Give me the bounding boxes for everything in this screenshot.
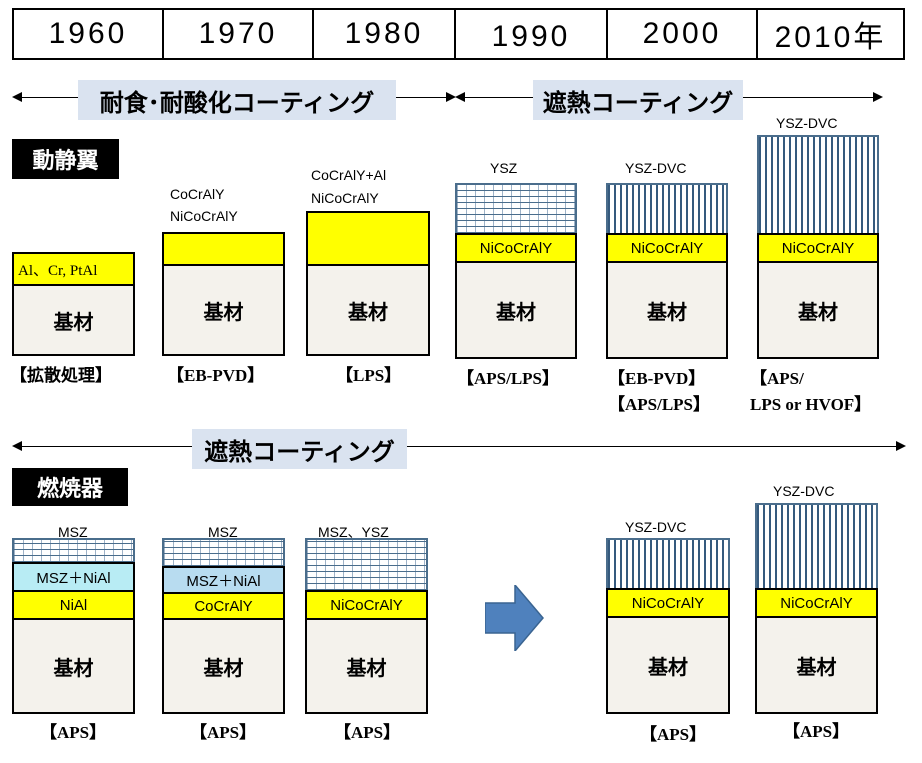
mixed-layer: MSZ＋NiAl xyxy=(12,562,135,592)
top-coat-label: MSZ xyxy=(58,524,88,540)
process-label: 【APS】 xyxy=(640,725,707,744)
timeline-1990: 1990 xyxy=(456,10,608,58)
coating-label: CoCrAlY xyxy=(170,186,225,202)
bond-coat-layer xyxy=(162,232,285,266)
process-label: 【APS】 xyxy=(190,723,257,742)
coating-label: NiCoCrAlY xyxy=(170,208,238,224)
section-title-blades: 動静翼 xyxy=(12,139,119,179)
mixed-layer: MSZ＋NiAl xyxy=(162,566,285,594)
substrate-layer: 基材 xyxy=(12,284,135,356)
top-coat-label: YSZ-DVC xyxy=(773,483,835,499)
combustor-era-arrow xyxy=(20,446,896,447)
timeline-1970: 1970 xyxy=(164,10,314,58)
substrate-layer: 基材 xyxy=(606,261,728,359)
process-label: 【EB-PVD】 xyxy=(167,366,265,385)
coating-label: NiCoCrAlY xyxy=(311,190,379,206)
bond-coat-layer: NiCoCrAlY xyxy=(606,233,728,263)
process-label: 【APS】 xyxy=(334,723,401,742)
process-label: 【APS/LPS】 xyxy=(608,395,711,414)
top-coat-label: MSZ、YSZ xyxy=(318,524,389,540)
top-coat-label: YSZ-DVC xyxy=(625,160,687,176)
ceramic-top-coat xyxy=(305,538,428,592)
substrate-layer: 基材 xyxy=(606,616,730,714)
process-label: 【LPS】 xyxy=(336,366,402,385)
arrow-head-right xyxy=(873,92,883,102)
arrow-head-left xyxy=(12,92,22,102)
bond-coat-layer: NiCoCrAlY xyxy=(455,233,577,263)
bond-coat-layer: NiCoCrAlY xyxy=(305,590,428,620)
bond-coat-layer: Al、Cr, PtAl xyxy=(12,252,135,286)
bond-coat-layer: CoCrAlY xyxy=(162,592,285,620)
substrate-layer: 基材 xyxy=(162,618,285,714)
timeline-2010: 2010年 xyxy=(774,21,887,54)
top-coat-label: YSZ-DVC xyxy=(776,115,838,131)
top-coat-label: MSZ xyxy=(208,524,238,540)
process-label: LPS or HVOF】 xyxy=(750,395,872,414)
substrate-layer: 基材 xyxy=(162,264,285,356)
substrate-layer: 基材 xyxy=(306,264,430,356)
ceramic-top-coat xyxy=(757,135,879,235)
process-label: 【EB-PVD】 xyxy=(608,369,706,388)
timeline-2000: 2000 xyxy=(608,10,758,58)
ceramic-top-coat xyxy=(162,538,285,568)
arrow-head-left xyxy=(12,441,22,451)
substrate-layer: 基材 xyxy=(305,618,428,714)
timeline-1980: 1980 xyxy=(314,10,456,58)
era-label-thermal: 遮熱コーティング xyxy=(533,80,743,120)
process-label: 【APS】 xyxy=(783,722,850,741)
process-label: 【APS/ xyxy=(750,369,804,388)
ceramic-top-coat xyxy=(455,183,577,235)
arrow-head-right xyxy=(446,92,456,102)
era-label-thermal-combustor: 遮熱コーティング xyxy=(192,429,407,469)
bond-coat-layer: NiAl xyxy=(12,590,135,620)
bond-coat-layer: NiCoCrAlY xyxy=(757,233,879,263)
process-label: 【APS】 xyxy=(40,723,107,742)
section-title-combustor: 燃焼器 xyxy=(12,468,128,506)
transition-arrow-icon xyxy=(485,585,544,651)
arrow-head-left xyxy=(455,92,465,102)
ceramic-top-coat xyxy=(12,538,135,564)
bond-coat-layer: NiCoCrAlY xyxy=(606,588,730,618)
substrate-layer: 基材 xyxy=(755,616,878,714)
arrow-head-right xyxy=(896,441,906,451)
substrate-layer: 基材 xyxy=(757,261,879,359)
substrate-layer: 基材 xyxy=(455,261,577,359)
coating-label: CoCrAlY+Al xyxy=(311,167,387,183)
ceramic-top-coat xyxy=(606,538,730,590)
top-coat-label: YSZ-DVC xyxy=(625,519,687,535)
ceramic-top-coat xyxy=(606,183,728,235)
timeline-bar: 1960 1970 1980 1990 2000 2010年 xyxy=(12,8,905,60)
era-label-corrosion: 耐食･耐酸化コーティング xyxy=(78,80,396,120)
top-coat-label: YSZ xyxy=(490,160,518,176)
process-label: 【拡散処理】 xyxy=(10,366,112,385)
substrate-layer: 基材 xyxy=(12,618,135,714)
ceramic-top-coat xyxy=(755,503,878,590)
timeline-1960: 1960 xyxy=(14,10,164,58)
process-label: 【APS/LPS】 xyxy=(457,369,560,388)
bond-coat-layer: NiCoCrAlY xyxy=(755,588,878,618)
bond-coat-layer xyxy=(306,211,430,266)
